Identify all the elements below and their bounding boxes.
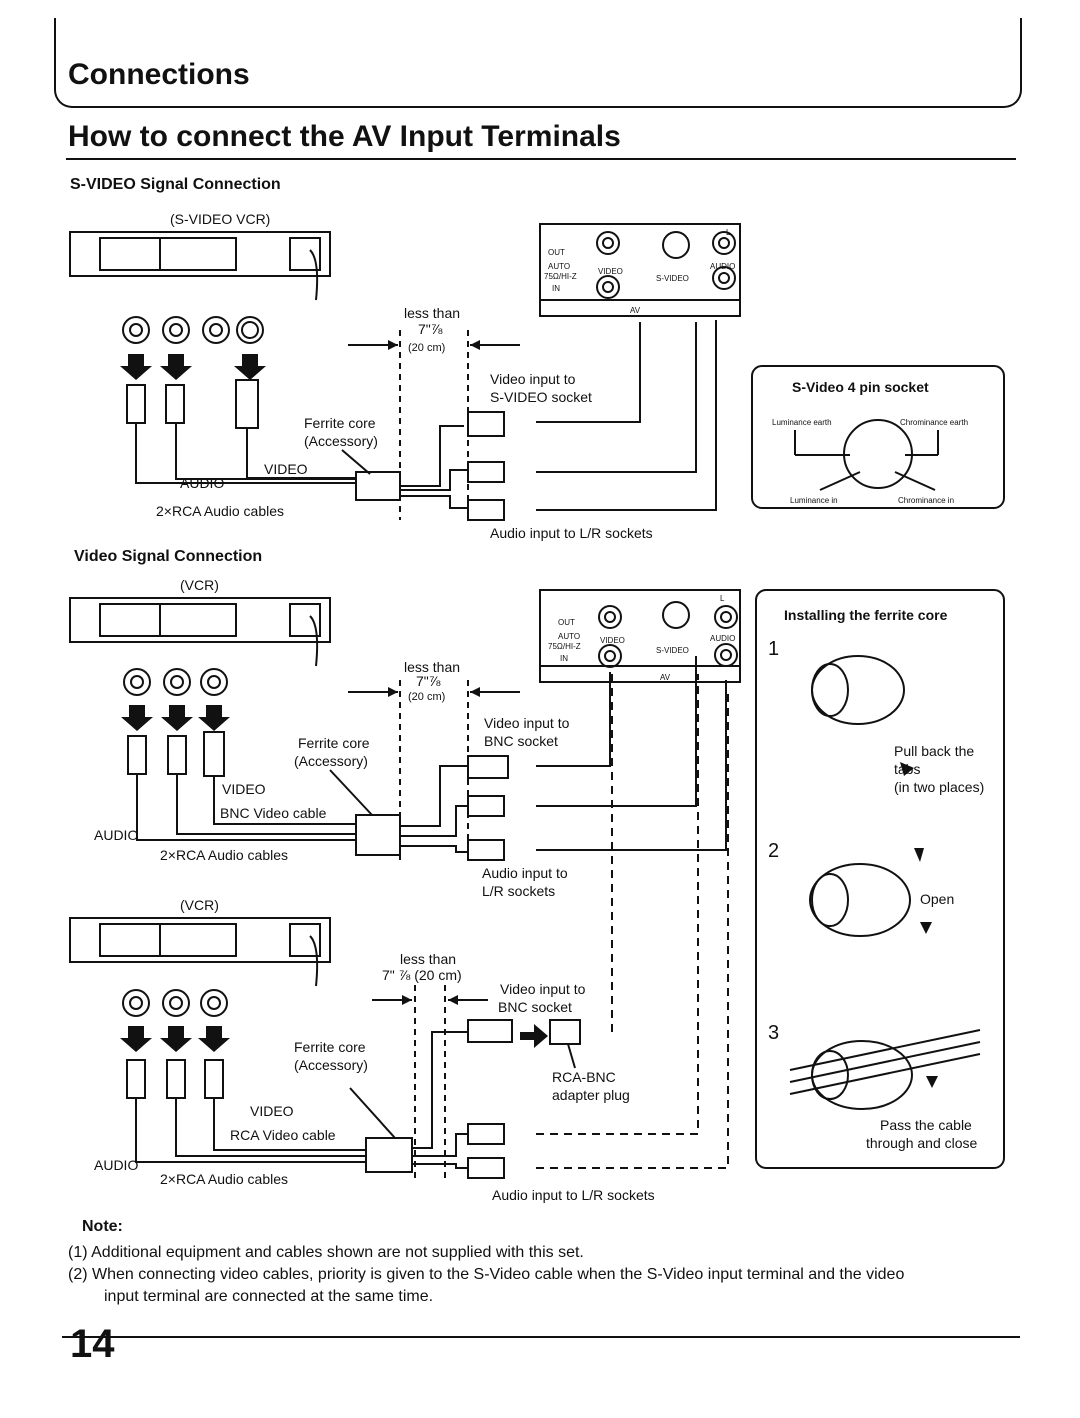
video-video-label: VIDEO bbox=[222, 781, 266, 797]
panel1-video: VIDEO bbox=[598, 267, 623, 276]
rca-length: 7" ⅞ (20 cm) bbox=[382, 967, 462, 983]
video-ferrite-1: Ferrite core bbox=[298, 735, 370, 751]
video-audio-input-1: Audio input to bbox=[482, 865, 568, 881]
heading-rule bbox=[66, 158, 1016, 160]
rca-cables-label: 2×RCA Audio cables bbox=[160, 1171, 289, 1187]
video-input-1: Video input to bbox=[484, 715, 570, 731]
svideo-ferrite-2: (Accessory) bbox=[304, 433, 378, 449]
panel1-l: L bbox=[726, 228, 731, 237]
rca-adapter-1: RCA-BNC bbox=[552, 1069, 616, 1085]
svideo-cables-label: 2×RCA Audio cables bbox=[156, 503, 285, 519]
video-audio-input-2: L/R sockets bbox=[482, 883, 556, 899]
video-vcr-label: (VCR) bbox=[180, 577, 219, 593]
svideo-ferrite bbox=[355, 471, 401, 501]
ferrite-step1-text-2: tabs bbox=[894, 761, 921, 777]
rca-ferrite-1: Ferrite core bbox=[294, 1039, 366, 1055]
svideo-less-than: less than bbox=[404, 305, 461, 321]
svideo-length-in: 7"⅞ bbox=[418, 321, 443, 337]
video-input-2: BNC socket bbox=[484, 733, 558, 749]
svideo-video-input-2: S-VIDEO socket bbox=[490, 389, 592, 405]
video-less-than: less than bbox=[404, 659, 461, 675]
pin-lum-earth: Luminance earth bbox=[772, 418, 832, 427]
page-heading: How to connect the AV Input Terminals bbox=[68, 120, 621, 153]
panel2-svideo: S-VIDEO bbox=[656, 646, 689, 655]
ferrite-step1-text-1: Pull back the bbox=[894, 743, 975, 759]
bnc-ferrite bbox=[355, 814, 401, 856]
note-1: (1) Additional equipment and cables show… bbox=[68, 1244, 584, 1261]
svideo-pin-title: S-Video 4 pin socket bbox=[792, 379, 929, 395]
panel2-l: L bbox=[720, 594, 725, 603]
video-cables-label: 2×RCA Audio cables bbox=[160, 847, 289, 863]
ferrite-install-title: Installing the ferrite core bbox=[784, 607, 948, 623]
section-frame bbox=[54, 18, 1022, 108]
page-number: 14 bbox=[70, 1322, 115, 1366]
svideo-vcr-body bbox=[69, 231, 331, 277]
ferrite-step3-text-1: Pass the cable bbox=[880, 1117, 972, 1133]
rca-audio-input: Audio input to L/R sockets bbox=[492, 1187, 655, 1203]
svideo-ferrite-1: Ferrite core bbox=[304, 415, 376, 431]
ferrite-step-1: 1 bbox=[768, 638, 780, 660]
panel1-in: IN bbox=[552, 284, 560, 293]
section-title: Connections bbox=[68, 58, 250, 91]
panel2-out: OUT bbox=[558, 618, 575, 627]
note-2-cont: input terminal are connected at the same… bbox=[104, 1288, 434, 1305]
panel2-auto: AUTO bbox=[558, 632, 581, 641]
vcr-2-body bbox=[69, 597, 331, 643]
pin-chrom-in: Chrominance in bbox=[898, 496, 955, 505]
rca-ferrite bbox=[365, 1137, 413, 1173]
svideo-audio-input: Audio input to L/R sockets bbox=[490, 525, 653, 541]
video-bnc-cable: BNC Video cable bbox=[220, 805, 327, 821]
rca-less-than: less than bbox=[400, 951, 457, 967]
video-length-cm: (20 cm) bbox=[408, 691, 446, 703]
rca-video-input-1: Video input to bbox=[500, 981, 586, 997]
panel1-audio: AUDIO bbox=[710, 262, 736, 271]
vcr-3-body bbox=[69, 917, 331, 963]
pin-chrom-earth: Chrominance earth bbox=[900, 418, 969, 427]
panel2-video: VIDEO bbox=[600, 636, 625, 645]
rca-cable-label: RCA Video cable bbox=[230, 1127, 336, 1143]
svideo-audio-label: AUDIO bbox=[180, 475, 225, 491]
svideo-video-label: VIDEO bbox=[264, 461, 308, 477]
panel2-in: IN bbox=[560, 654, 568, 663]
notes-title: Note: bbox=[82, 1218, 123, 1235]
terminal-panel-2 bbox=[539, 589, 741, 683]
panel1-av: AV bbox=[630, 306, 641, 315]
ferrite-step-3: 3 bbox=[768, 1022, 780, 1044]
terminal-panel-1 bbox=[539, 223, 741, 317]
panel2-impedance: 75Ω/HI-Z bbox=[548, 642, 581, 651]
video-audio-label: AUDIO bbox=[94, 827, 139, 843]
rca-audio-label: AUDIO bbox=[94, 1157, 139, 1173]
note-2: (2) When connecting video cables, priori… bbox=[68, 1266, 905, 1283]
panel1-svideo: S-VIDEO bbox=[656, 274, 689, 283]
video-ferrite-2: (Accessory) bbox=[294, 753, 368, 769]
ferrite-step-2: 2 bbox=[768, 840, 780, 862]
ferrite-step2-text: Open bbox=[920, 891, 955, 907]
svideo-length-cm: (20 cm) bbox=[408, 342, 446, 354]
rca-video-input-2: BNC socket bbox=[498, 999, 572, 1015]
rca-adapter-2: adapter plug bbox=[552, 1087, 630, 1103]
panel2-av: AV bbox=[660, 673, 671, 682]
footer-rule bbox=[62, 1336, 1020, 1338]
rca-vcr-label: (VCR) bbox=[180, 897, 219, 913]
video-heading: Video Signal Connection bbox=[74, 548, 263, 565]
rca-ferrite-2: (Accessory) bbox=[294, 1057, 368, 1073]
svideo-heading: S-VIDEO Signal Connection bbox=[70, 176, 281, 193]
ferrite-step1-text-3: (in two places) bbox=[894, 779, 985, 795]
ferrite-step3-text-2: through and close bbox=[866, 1135, 978, 1151]
panel1-auto: AUTO bbox=[548, 262, 571, 271]
pin-lum-in: Luminance in bbox=[790, 496, 838, 505]
rca-video-label: VIDEO bbox=[250, 1103, 294, 1119]
panel2-audio: AUDIO bbox=[710, 634, 736, 643]
svideo-video-input-1: Video input to bbox=[490, 371, 576, 387]
panel1-out: OUT bbox=[548, 248, 565, 257]
video-length-in: 7"⅞ bbox=[416, 673, 441, 689]
panel1-impedance: 75Ω/HI-Z bbox=[544, 272, 577, 281]
svideo-vcr-label: (S-VIDEO VCR) bbox=[170, 211, 271, 227]
